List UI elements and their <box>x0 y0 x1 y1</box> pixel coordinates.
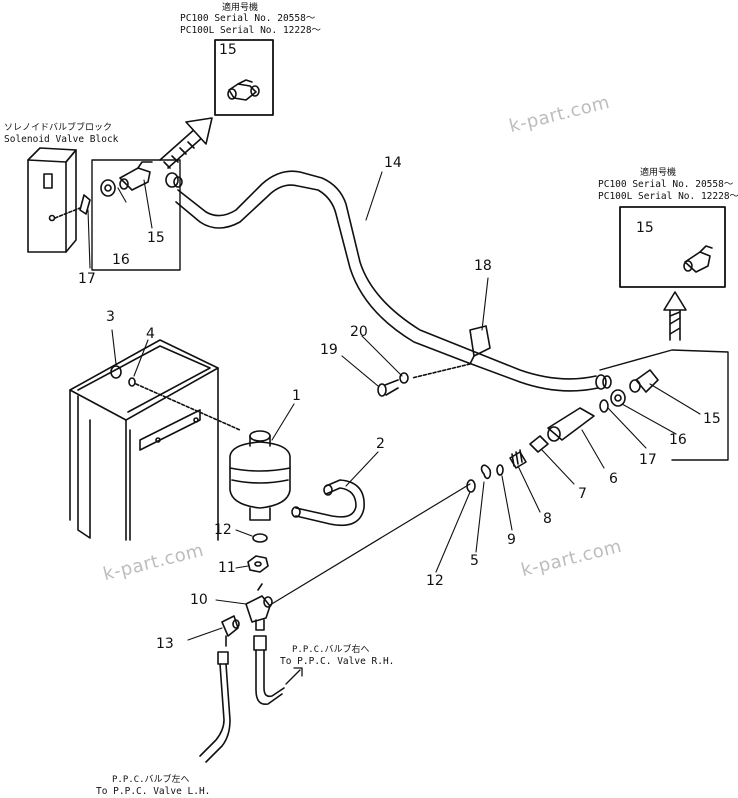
fitting-cluster-right <box>600 370 658 412</box>
callout-6: 6 <box>609 471 618 487</box>
ppc-rh-label-jp: P.P.C.バルブ右へ <box>292 645 370 655</box>
leader-lines <box>88 172 700 640</box>
snap-ring-5 <box>482 465 491 478</box>
callout-9: 9 <box>507 532 516 548</box>
callout-5: 5 <box>470 553 479 569</box>
callout-12-left: 12 <box>214 522 232 538</box>
fitting-group-bracket-right <box>600 350 728 460</box>
pipe-14 <box>176 171 611 391</box>
solenoid-label-jp: ソレノイドバルブブロック <box>4 123 113 133</box>
inset-top-serial-pc100: PC100 Serial No. 20558～ <box>180 13 316 24</box>
oring-12-right <box>467 480 475 492</box>
callout-15-left: 15 <box>147 230 165 246</box>
inset-top-part-number: 15 <box>219 42 237 58</box>
adapter-8 <box>510 450 526 468</box>
bolt-19-washer-20 <box>378 373 408 396</box>
inset-top-title: 適用号機 <box>222 3 259 13</box>
adapter-7 <box>530 436 548 452</box>
inset-right-title: 適用号機 <box>640 168 677 178</box>
inset-right-part-number: 15 <box>636 220 654 236</box>
ppc-lh-label-en: To P.P.C. Valve L.H. <box>96 786 211 797</box>
ppc-lh-label-jp: P.P.C.バルブ左へ <box>112 775 190 785</box>
oring-12-left <box>253 534 267 542</box>
callout-10: 10 <box>190 592 208 608</box>
solenoid-valve-block <box>28 148 80 252</box>
arrow-to-inset-top <box>160 118 212 168</box>
callout-20: 20 <box>350 324 368 340</box>
elbow-fitting-inset-right <box>684 246 712 272</box>
elbow-13 <box>222 616 239 646</box>
inset-right-serial-pc100: PC100 Serial No. 20558～ <box>598 179 734 190</box>
callout-19: 19 <box>320 342 338 358</box>
tube-6 <box>548 408 594 441</box>
solenoid-label-en: Solenoid Valve Block <box>4 134 119 145</box>
accumulator-1 <box>230 431 290 520</box>
callout-1: 1 <box>292 388 301 404</box>
ppc-rh-label-en: To P.P.C. Valve R.H. <box>280 656 395 667</box>
callout-16-right: 16 <box>669 432 687 448</box>
callout-18: 18 <box>474 258 492 274</box>
callout-12-right: 12 <box>426 573 444 589</box>
inset-box-right <box>620 207 725 287</box>
inset-top-serial-pc100l: PC100L Serial No. 12228～ <box>180 25 322 36</box>
hose-to-ppc-rh <box>254 636 284 704</box>
hose-to-ppc-lh <box>200 652 230 762</box>
callout-17-left: 17 <box>78 271 96 287</box>
hydraulic-tank <box>70 340 240 540</box>
arrow-to-ppc-rh <box>286 668 302 684</box>
callout-2: 2 <box>376 436 385 452</box>
callout-15-right: 15 <box>703 411 721 427</box>
inset-box-top <box>215 40 273 115</box>
elbow-fitting-inset-top <box>228 80 259 100</box>
callout-3: 3 <box>106 309 115 325</box>
inset-right-serial-pc100l: PC100L Serial No. 12228～ <box>598 191 738 202</box>
tee-valve-10 <box>246 584 272 630</box>
callout-8: 8 <box>543 511 552 527</box>
callout-11: 11 <box>218 560 236 576</box>
callout-16-left: 16 <box>112 252 130 268</box>
callout-7: 7 <box>578 486 587 502</box>
arrow-to-inset-right <box>664 292 686 340</box>
callout-14: 14 <box>384 155 402 171</box>
nut-11 <box>248 556 268 572</box>
callout-4: 4 <box>146 326 155 342</box>
pipe-clamp-18 <box>412 326 490 378</box>
fitting-cluster-left <box>80 162 182 214</box>
oring-9 <box>497 465 503 475</box>
hose-2 <box>292 480 364 525</box>
centerline-10-to-12 <box>270 484 470 605</box>
callout-13: 13 <box>156 636 174 652</box>
callout-17-right: 17 <box>639 452 657 468</box>
fitting-group-bracket-left <box>92 160 180 270</box>
